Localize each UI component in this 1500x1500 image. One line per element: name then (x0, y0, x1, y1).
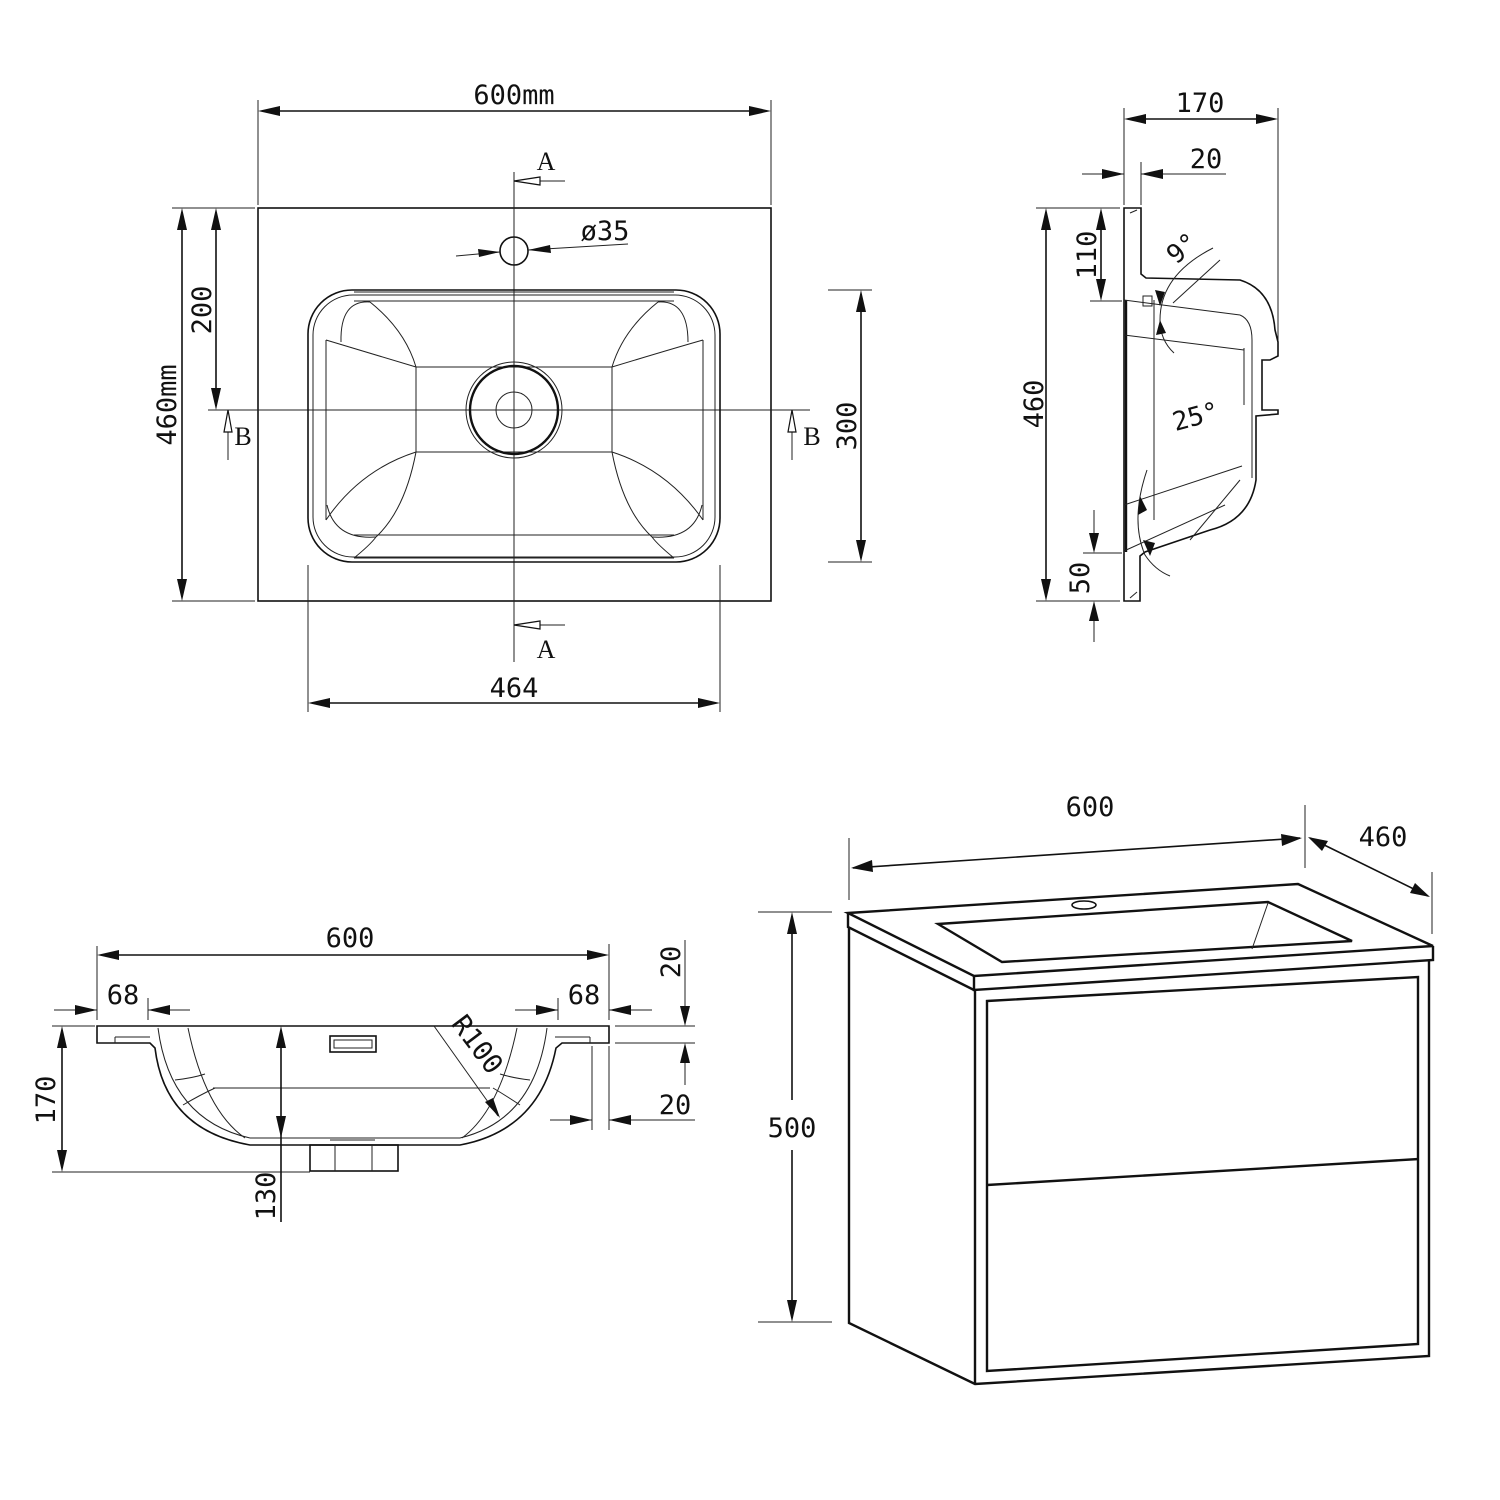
tap-hole (499, 236, 529, 266)
dim-right-ledge-68: 68 (568, 980, 601, 1011)
section-b-left-label: B (234, 422, 251, 451)
drawer-divider (986, 1157, 1420, 1187)
dim-side-rim-20: 20 (1190, 144, 1223, 175)
section-a-bottom-label: A (537, 635, 556, 664)
dim-section-height-170: 170 (31, 1076, 62, 1125)
drain-inner (495, 391, 533, 429)
section-a-top-label: A (537, 147, 556, 176)
dim-radius-r100: R100 (445, 1010, 509, 1081)
dim-rim-thickness-20: 20 (656, 946, 687, 979)
drain-waste (309, 1144, 399, 1172)
countertop-top (843, 882, 1434, 978)
dim-bowl-depth-300: 300 (832, 402, 863, 451)
side-view: 170 20 9° 25° (1019, 88, 1279, 642)
section-profile (96, 1025, 610, 1146)
dim-front-ledge-50: 50 (1065, 562, 1096, 595)
dim-back-ledge-110: 110 (1072, 231, 1103, 280)
dim-ledge-offset-20: 20 (659, 1090, 692, 1121)
section-b-right-label: B (803, 422, 820, 451)
bowl-outer (307, 289, 721, 563)
top-view: 600mm A A ø35 (152, 80, 872, 712)
dim-side-depth-170: 170 (1176, 88, 1225, 119)
tap-hole (1071, 900, 1097, 910)
dim-depth-460mm: 460mm (152, 364, 183, 445)
basin-recess (934, 900, 1353, 964)
dim-tap-hole-diameter: ø35 (581, 216, 630, 247)
dim-cabinet-height-500: 500 (768, 1113, 817, 1144)
dim-bowl-width-464: 464 (490, 673, 539, 704)
dim-bowl-depth-130: 130 (251, 1172, 282, 1221)
section-view: 600 68 68 (31, 923, 695, 1222)
cabinet-view: 600 460 500 (758, 792, 1435, 1386)
dim-left-ledge-68: 68 (107, 980, 140, 1011)
dim-front-angle-25deg: 25° (1169, 397, 1222, 438)
drawer-frame (985, 975, 1420, 1373)
dim-section-width-600: 600 (326, 923, 375, 954)
dim-cabinet-depth-460: 460 (1359, 822, 1408, 853)
side-profile (1123, 207, 1279, 602)
dim-cabinet-width-600: 600 (1066, 792, 1115, 823)
overflow-slot (329, 1035, 377, 1053)
cabinet-body (847, 927, 1431, 1386)
dim-back-angle-9deg: 9° (1161, 227, 1204, 270)
dim-width-600mm: 600mm (473, 80, 554, 111)
drain-outer (468, 364, 560, 456)
dim-side-width-460: 460 (1019, 380, 1050, 429)
dim-tap-to-center-200: 200 (187, 286, 218, 335)
